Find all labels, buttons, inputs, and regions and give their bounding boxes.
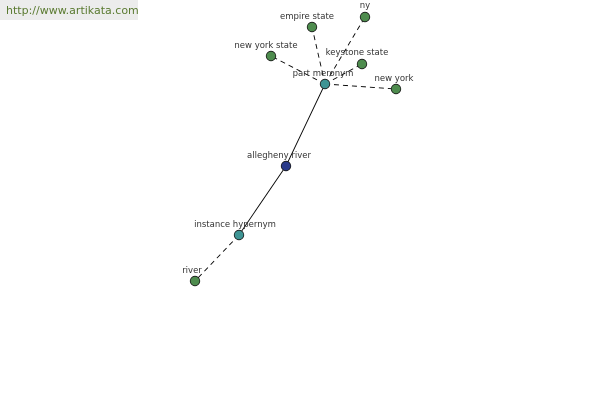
- edge-allegheny-insthyp: [238, 165, 287, 236]
- node-label-insthyp: instance hypernym: [194, 220, 276, 230]
- node-ny[interactable]: [359, 11, 371, 23]
- node-empire[interactable]: [306, 21, 318, 33]
- node-insthyp[interactable]: [233, 229, 245, 241]
- node-label-allegheny: allegheny river: [247, 151, 311, 161]
- node-label-newyork: new york: [375, 74, 414, 84]
- graph-edges: [194, 16, 397, 282]
- site-url-watermark[interactable]: http://www.artikata.com: [0, 0, 139, 20]
- node-nys[interactable]: [265, 50, 277, 62]
- node-label-ny: ny: [360, 1, 370, 11]
- edge-partmer-empire: [311, 26, 326, 85]
- node-label-nys: new york state: [234, 41, 297, 51]
- node-newyork[interactable]: [390, 83, 402, 95]
- node-label-river: river: [182, 266, 202, 276]
- node-label-keystone: keystone state: [326, 48, 389, 58]
- edge-partmer-ny: [324, 16, 366, 85]
- node-label-empire: empire state: [280, 12, 334, 22]
- node-allegheny[interactable]: [280, 160, 292, 172]
- node-keystone[interactable]: [356, 58, 368, 70]
- edge-partmer-newyork: [324, 83, 397, 90]
- node-river[interactable]: [189, 275, 201, 287]
- graph-labels: empire state ny new york state keystone sta…: [182, 1, 413, 276]
- graph-nodes: [189, 11, 402, 287]
- edge-partmer-keystone: [324, 63, 363, 85]
- node-partmer[interactable]: [319, 78, 331, 90]
- node-label-partmer: part meronym: [293, 69, 354, 79]
- edge-insthyp-river: [194, 234, 240, 282]
- edge-allegheny-partmer: [285, 83, 326, 167]
- edge-partmer-nys: [270, 55, 326, 85]
